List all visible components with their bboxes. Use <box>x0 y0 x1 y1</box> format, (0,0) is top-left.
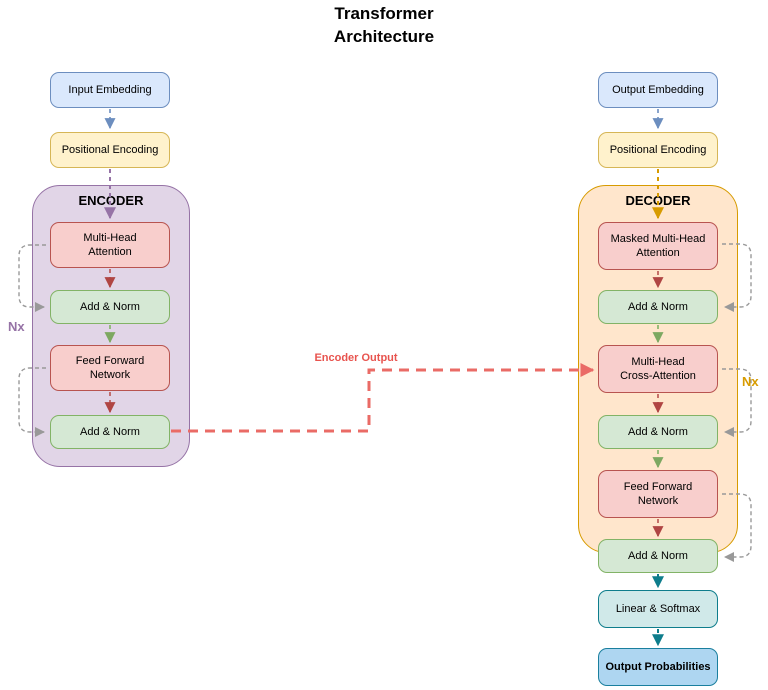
arrow-encoder-output <box>171 363 595 433</box>
encoder-output-label: Encoder Output <box>314 352 398 364</box>
decoder-add-norm-1-node: Add & Norm <box>598 290 718 324</box>
masked-multi-head-attention-node: Masked Multi-Head Attention <box>598 222 718 270</box>
output-probabilities-node: Output Probabilities <box>598 648 718 686</box>
diagram-title: Transformer Architecture <box>333 4 435 46</box>
encoder-feed-forward-node: Feed Forward Network <box>50 345 170 391</box>
encoder-add-norm-2-node: Add & Norm <box>50 415 170 449</box>
encoder-positional-encoding-node: Positional Encoding <box>50 132 170 168</box>
multi-head-cross-attention-node: Multi-Head Cross-Attention <box>598 345 718 393</box>
decoder-add-norm-2-node: Add & Norm <box>598 415 718 449</box>
decoder-feed-forward-node: Feed Forward Network <box>598 470 718 518</box>
decoder-label: DECODER <box>625 193 691 208</box>
multi-head-attention-node: Multi-Head Attention <box>50 222 170 268</box>
encoder-label: ENCODER <box>78 193 144 208</box>
encoder-nx-label: Nx <box>8 319 25 334</box>
output-embedding-node: Output Embedding <box>598 72 718 108</box>
decoder-nx-label: Nx <box>742 374 759 389</box>
decoder-add-norm-3-node: Add & Norm <box>598 539 718 573</box>
decoder-positional-encoding-node: Positional Encoding <box>598 132 718 168</box>
input-embedding-node: Input Embedding <box>50 72 170 108</box>
linear-softmax-node: Linear & Softmax <box>598 590 718 628</box>
encoder-add-norm-1-node: Add & Norm <box>50 290 170 324</box>
